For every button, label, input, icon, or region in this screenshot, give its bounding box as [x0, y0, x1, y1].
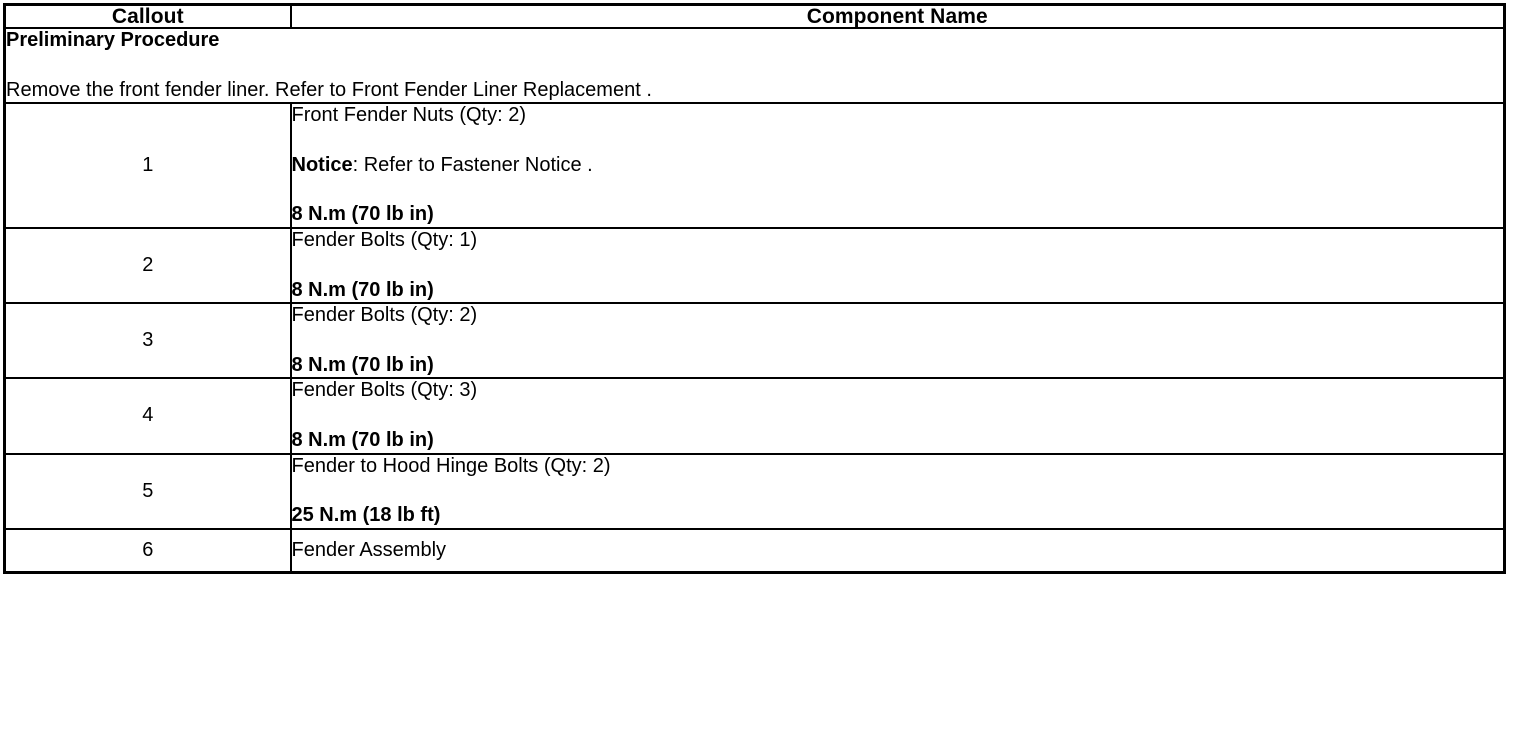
table-row: 4 Fender Bolts (Qty: 3) 8 N.m (70 lb in) [3, 377, 1506, 455]
component-line: Fender Bolts (Qty: 2) [291, 304, 478, 327]
header-row: Callout Component Name [3, 3, 1506, 29]
callout-number: 2 [3, 226, 292, 305]
component-description: Fender Bolts (Qty: 2) 8 N.m (70 lb in) [289, 302, 1506, 380]
component-line: Fender Assembly [291, 538, 447, 561]
torque-spec: 25 N.m (18 lb ft) [291, 504, 441, 527]
table-row: 2 Fender Bolts (Qty: 1) 8 N.m (70 lb in) [3, 226, 1506, 305]
torque-spec: 8 N.m (70 lb in) [291, 353, 434, 376]
callout-number: 5 [3, 452, 292, 530]
callout-number: 3 [3, 302, 292, 380]
callout-number: 1 [3, 102, 292, 229]
component-callout-table: Callout Component Name Preliminary Proce… [3, 3, 1506, 575]
preliminary-procedure-cell: Preliminary Procedure Remove the front f… [3, 26, 1506, 105]
table-row: 5 Fender to Hood Hinge Bolts (Qty: 2) 25… [3, 452, 1506, 530]
table-header: Callout Component Name [3, 3, 1506, 29]
component-line: Fender to Hood Hinge Bolts (Qty: 2) [291, 454, 611, 477]
table-row: 1 Front Fender Nuts (Qty: 2) Notice: Ref… [3, 102, 1506, 229]
component-line: Front Fender Nuts (Qty: 2) [291, 104, 527, 127]
column-header-component-name: Component Name [289, 3, 1506, 29]
torque-spec: 8 N.m (70 lb in) [291, 278, 434, 301]
column-header-callout: Callout [3, 3, 292, 29]
component-description: Fender Assembly [289, 527, 1506, 575]
callout-number: 6 [3, 527, 292, 575]
preliminary-procedure-text: Remove the front fender liner. Refer to … [6, 78, 652, 101]
preliminary-procedure-title: Preliminary Procedure [6, 29, 220, 51]
callout-number: 4 [3, 377, 292, 455]
torque-spec: 8 N.m (70 lb in) [291, 428, 434, 451]
component-line: Fender Bolts (Qty: 3) [291, 379, 478, 402]
notice-text: : Refer to Fastener Notice . [352, 153, 593, 176]
table-row: 3 Fender Bolts (Qty: 2) 8 N.m (70 lb in) [3, 302, 1506, 380]
torque-spec: 8 N.m (70 lb in) [291, 203, 434, 226]
component-description: Fender Bolts (Qty: 1) 8 N.m (70 lb in) [289, 226, 1506, 305]
notice-line: Notice: Refer to Fastener Notice . [292, 154, 1504, 178]
component-line: Fender Bolts (Qty: 1) [291, 228, 478, 251]
component-description: Fender Bolts (Qty: 3) 8 N.m (70 lb in) [289, 377, 1506, 455]
component-description: Fender to Hood Hinge Bolts (Qty: 2) 25 N… [289, 452, 1506, 530]
notice-label: Notice [291, 153, 353, 176]
component-description: Front Fender Nuts (Qty: 2) Notice: Refer… [289, 102, 1506, 229]
table-body: Preliminary Procedure Remove the front f… [3, 26, 1506, 575]
preliminary-procedure-row: Preliminary Procedure Remove the front f… [3, 26, 1506, 105]
table-row: 6 Fender Assembly [3, 527, 1506, 575]
